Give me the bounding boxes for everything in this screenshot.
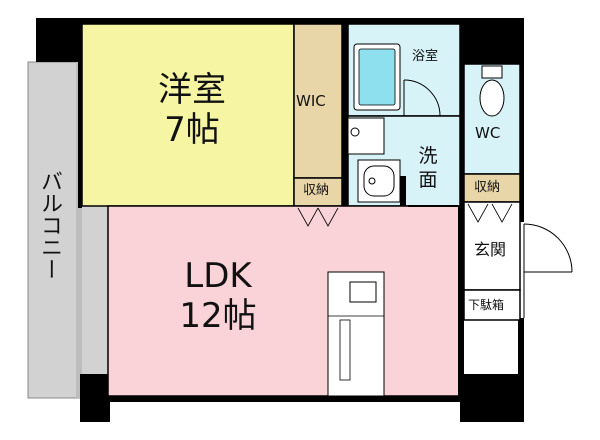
wic-room: [293, 23, 343, 179]
closet-western-door-left: [297, 207, 319, 227]
wash-basin: [363, 165, 395, 197]
wall-ldk-east: [458, 206, 464, 396]
balcony-label: バルコニー: [36, 170, 64, 280]
kitchen-stove-line: [339, 319, 351, 381]
wall-right-upper: [518, 18, 524, 222]
washing-machine-drain: [350, 127, 360, 137]
toilet-bowl: [479, 79, 505, 117]
shoe-box-area: [463, 289, 521, 321]
washroom-label: 洗面: [418, 144, 438, 192]
closet-entry-door-arc-left: [467, 203, 489, 223]
wall-top: [78, 18, 522, 24]
column-bottom-left: [80, 374, 110, 422]
bath-door-arc: [403, 79, 441, 117]
wall-right-lower: [518, 318, 524, 422]
column-top-left: [36, 18, 80, 62]
western-room-size: 7帖: [164, 110, 220, 150]
entrance-label: 玄関: [474, 240, 507, 259]
closet-entry-door-arc-right: [491, 203, 513, 223]
entrance-area: [463, 201, 521, 291]
wall-wc-west: [460, 64, 464, 174]
kitchen-sink: [349, 281, 377, 303]
wash-basin-tap: [368, 177, 376, 185]
wc-label: WC: [475, 124, 501, 142]
wic-label: WIC: [296, 92, 326, 110]
western-room-label: 洋室 7帖: [132, 70, 252, 150]
ldk-room-name: LDK: [184, 256, 252, 296]
ldk-room-size: 12帖: [179, 296, 257, 336]
bath-label: 浴室: [412, 49, 439, 64]
bathtub-inner: [358, 48, 396, 106]
column-top-right: [460, 18, 522, 64]
western-room-name: 洋室: [158, 70, 226, 110]
wall-left: [78, 18, 82, 208]
ldk-room-label: LDK 12帖: [158, 256, 278, 336]
closet-entry-label: 収納: [474, 180, 501, 195]
balcony-label-text: バルコニー: [37, 170, 62, 280]
washroom-label-text: 洗面: [418, 145, 438, 191]
toilet-tank: [481, 65, 503, 79]
entrance-door-arc: [523, 223, 573, 273]
wall-bath-west: [342, 24, 348, 206]
wall-bottom: [108, 396, 522, 402]
closet-entry-area: [463, 173, 521, 203]
balcony-rail: [76, 62, 82, 398]
shoe-box-label: 下駄箱: [468, 298, 505, 312]
wall-wash-east: [400, 176, 406, 206]
wall-closet-entry-west: [460, 174, 464, 210]
closet-western-door-right: [317, 207, 339, 227]
closet-western-label: 収納: [303, 183, 330, 198]
